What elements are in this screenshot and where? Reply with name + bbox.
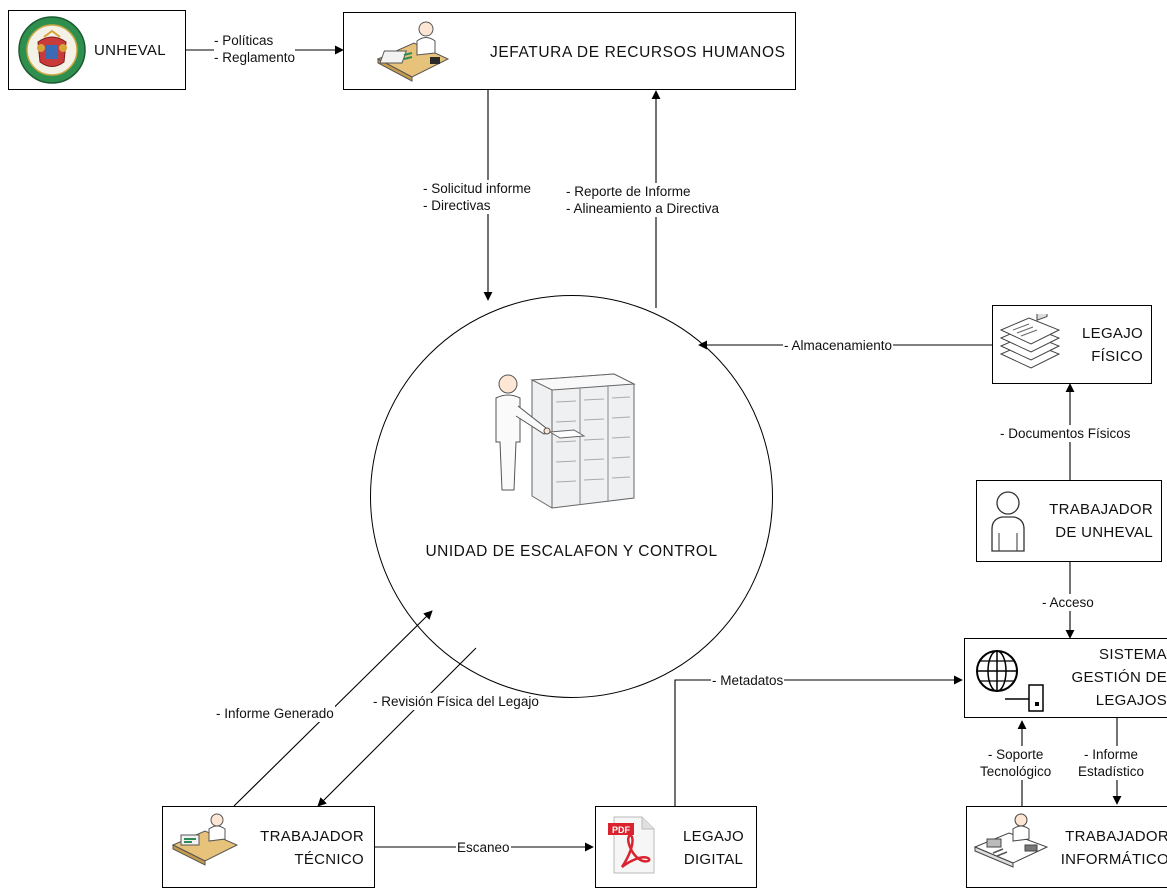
flow-label-metadatos: - Metadatos — [711, 672, 785, 689]
paper-documents-icon — [999, 314, 1061, 369]
node-jefatura: JEFATURA DE RECURSOS HUMANOS — [343, 12, 796, 90]
worker-desk-icon — [171, 813, 239, 866]
node-unheval: UNHEVAL — [8, 10, 186, 90]
svg-text:PDF: PDF — [612, 825, 631, 835]
node-label: UNIDAD DE ESCALAFON Y CONTROL — [425, 543, 718, 560]
node-label: UNHEVAL — [94, 42, 166, 59]
flow-label-escaneo: Escaneo — [456, 839, 511, 856]
node-unidad: UNIDAD DE ESCALAFON Y CONTROL — [370, 295, 773, 698]
flow-label-solicitud: - Solicitud informe- Directivas — [422, 180, 533, 214]
node-label: JEFATURA DE RECURSOS HUMANOS — [490, 44, 786, 61]
arrow-pdf-sistema — [674, 675, 963, 806]
pdf-file-icon: PDF — [608, 816, 655, 874]
globe-server-icon — [976, 650, 1044, 712]
university-seal-icon — [18, 16, 86, 84]
user-icon — [991, 491, 1025, 552]
flow-label-informe-generado: - Informe Generado — [215, 705, 335, 722]
flow-label-documentos-fisicos: - Documentos Físicos — [999, 425, 1132, 442]
flow-label-almacenamiento: - Almacenamiento — [783, 337, 894, 354]
flow-label-revision: - Revisión Física del Legajo — [372, 693, 540, 710]
person-at-file-cabinet-icon — [495, 373, 636, 509]
technician-desk-icon — [973, 813, 1049, 868]
arrow-unidad-tecnico — [317, 647, 477, 807]
flow-label-acceso: - Acceso — [1041, 594, 1095, 611]
flow-label-politicas: - Políticas- Reglamento — [214, 32, 296, 66]
flow-label-reporte: - Reporte de Informe- Alineamiento a Dir… — [565, 183, 721, 217]
office-worker-desk-icon — [376, 21, 450, 82]
